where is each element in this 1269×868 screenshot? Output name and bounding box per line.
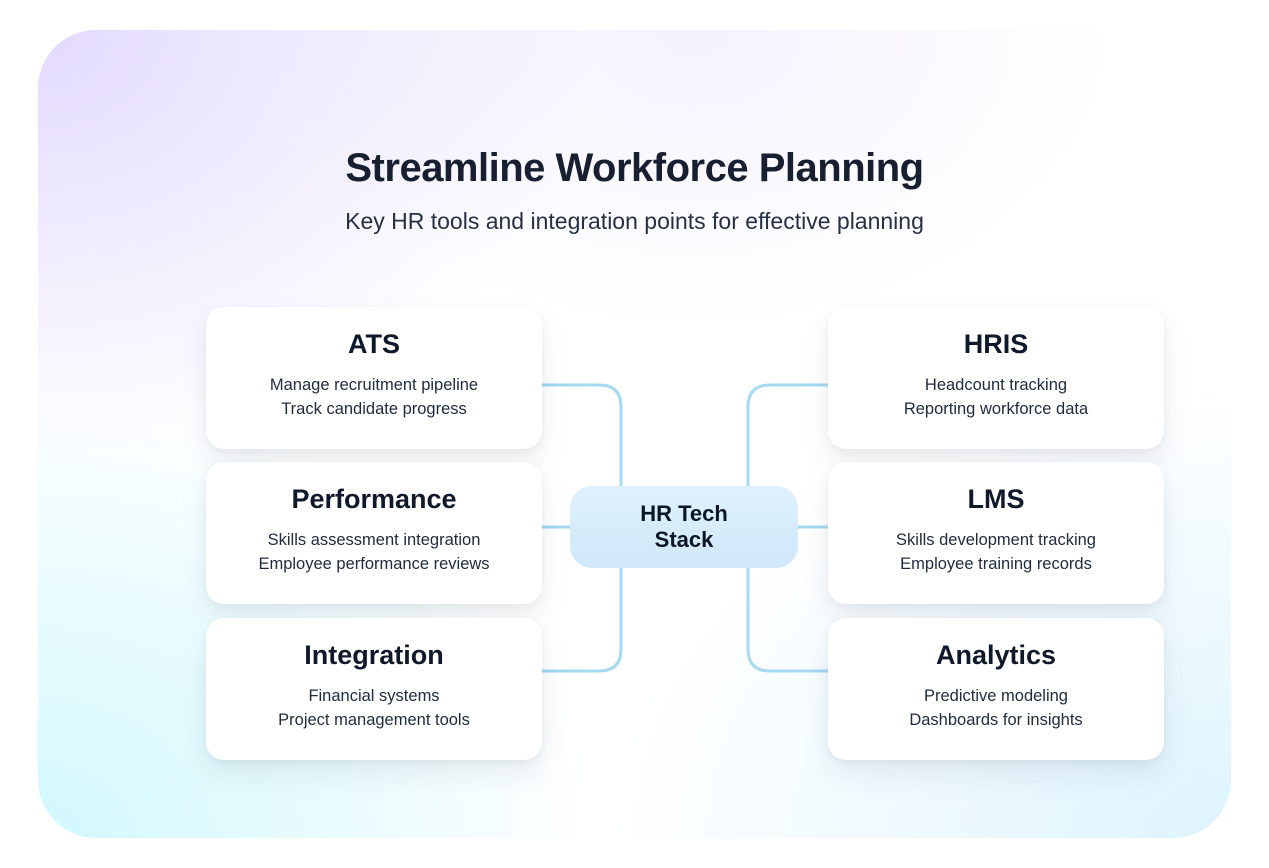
card-integration-line-2: Project management tools <box>278 711 470 729</box>
center-node-hr-tech-stack: HR Tech Stack <box>570 486 798 568</box>
gradient-board: Streamline Workforce Planning Key HR too… <box>38 30 1231 838</box>
card-performance-line-1: Skills assessment integration <box>267 531 481 549</box>
card-integration-line-1: Financial systems <box>308 687 440 705</box>
card-hris-title: HRIS <box>963 329 1029 359</box>
card-hris-line-1: Headcount tracking <box>924 376 1068 394</box>
card-analytics: Analytics Predictive modeling Dashboards… <box>828 618 1164 760</box>
card-lms: LMS Skills development tracking Employee… <box>828 462 1164 604</box>
card-performance-title: Performance <box>291 484 457 514</box>
card-performance: Performance Skills assessment integratio… <box>206 462 542 604</box>
card-ats: ATS Manage recruitment pipeline Track ca… <box>206 307 542 449</box>
page-subtitle: Key HR tools and integration points for … <box>345 208 924 234</box>
card-performance-line-2: Employee performance reviews <box>258 555 490 573</box>
card-hris: HRIS Headcount tracking Reporting workfo… <box>828 307 1164 449</box>
center-node-label-line-2: Stack <box>654 527 714 552</box>
card-analytics-line-2: Dashboards for insights <box>909 711 1083 729</box>
card-analytics-line-1: Predictive modeling <box>924 687 1068 705</box>
card-hris-line-2: Reporting workforce data <box>903 400 1089 418</box>
card-ats-line-2: Track candidate progress <box>281 400 467 418</box>
card-lms-title: LMS <box>967 484 1025 514</box>
card-lms-line-2: Employee training records <box>900 555 1092 573</box>
card-integration-title: Integration <box>304 640 444 670</box>
card-analytics-title: Analytics <box>935 640 1057 670</box>
card-ats-line-1: Manage recruitment pipeline <box>269 376 479 394</box>
card-lms-line-1: Skills development tracking <box>896 531 1096 549</box>
page-title: Streamline Workforce Planning <box>345 146 924 190</box>
card-ats-title: ATS <box>348 329 400 359</box>
card-integration: Integration Financial systems Project ma… <box>206 618 542 760</box>
center-node-label-line-1: HR Tech <box>640 501 728 526</box>
